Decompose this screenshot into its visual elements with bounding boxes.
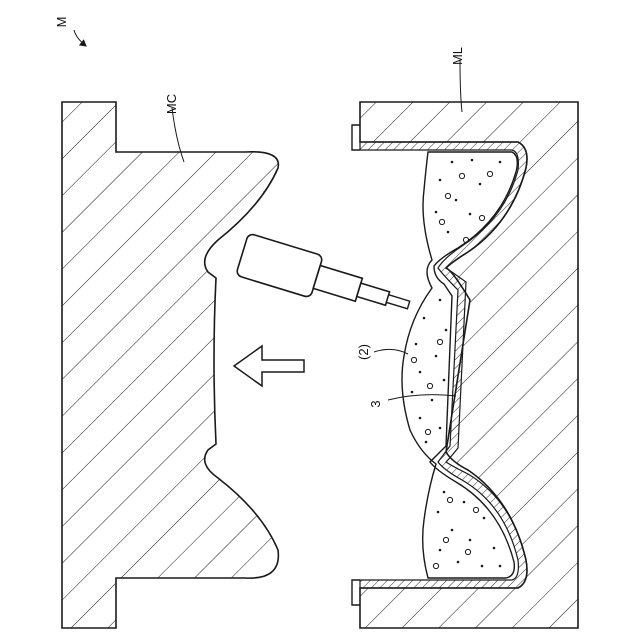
label-upper-mold-mc: MC — [164, 94, 179, 114]
label-assembly-m: M — [54, 17, 69, 28]
arrow-left-icon — [234, 346, 304, 386]
label-lower-mold-ml: ML — [450, 47, 465, 65]
label-ref-3: 3 — [368, 400, 383, 407]
label-ref-2: (2) — [356, 344, 371, 360]
spray-nozzle-icon — [236, 233, 415, 326]
